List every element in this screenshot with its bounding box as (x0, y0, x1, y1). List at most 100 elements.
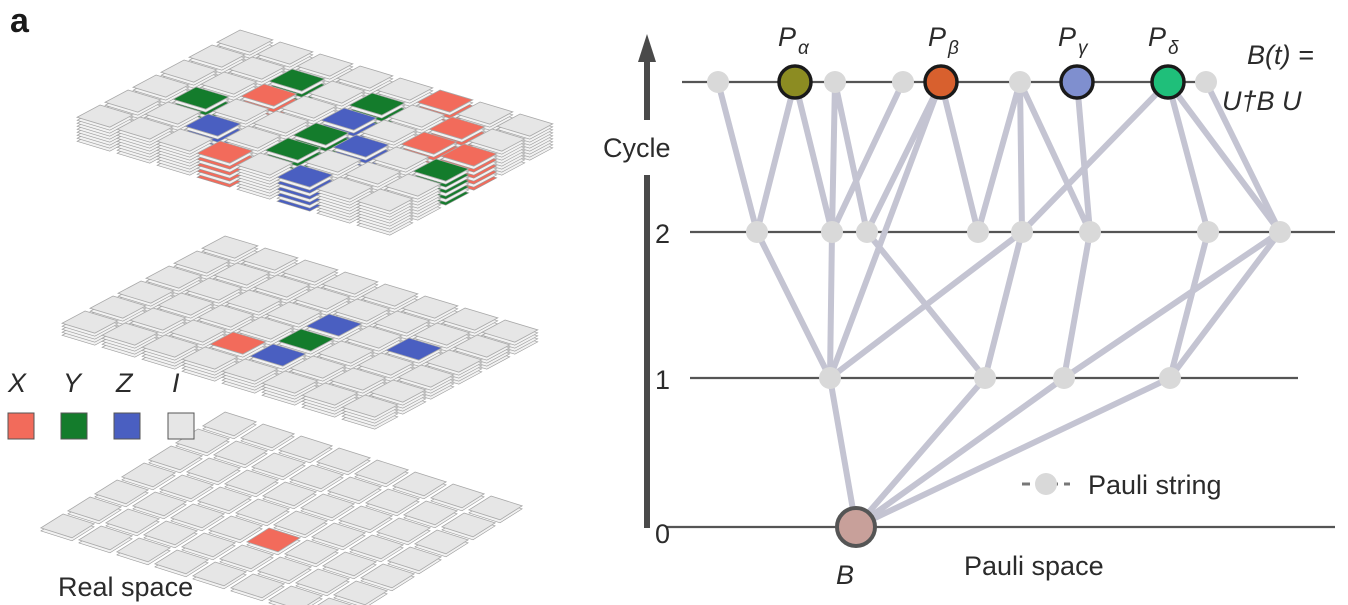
identity-tile (360, 283, 419, 307)
identity-tile (234, 498, 291, 524)
identity-tile (402, 500, 459, 526)
identity-tile (288, 464, 345, 490)
identity-tile (294, 568, 351, 594)
identity-tile (131, 74, 190, 98)
pauli-tile-x (427, 116, 486, 140)
pauli-edge (754, 79, 798, 235)
identity-tile (391, 471, 448, 497)
identity-tile (191, 561, 248, 587)
pauli-string-node (1009, 71, 1031, 93)
legend-z-swatch (113, 412, 141, 440)
identity-tile (368, 379, 427, 403)
legend-x-swatch (7, 412, 35, 440)
legend-i-label: I (172, 368, 180, 398)
real-space-illustration (39, 29, 554, 605)
legend-z-label: Z (115, 368, 134, 398)
identity-tile (128, 307, 187, 331)
identity-tile (207, 515, 264, 541)
identity-tile (77, 525, 134, 551)
identity-tile (440, 307, 499, 331)
identity-tile (185, 457, 242, 483)
pauli-edge (853, 375, 988, 530)
cycle-tick-2: 2 (655, 219, 670, 249)
pauli-edge (829, 79, 838, 235)
identity-tile (158, 474, 215, 500)
identity-tile (355, 188, 414, 212)
identity-tile (277, 435, 334, 461)
pauli-string-node (824, 71, 846, 93)
identity-tile (364, 488, 421, 514)
pauli-edge (832, 79, 870, 235)
pauli-tile-y (171, 86, 230, 110)
pauli-edge (1017, 79, 1025, 235)
identity-tile (229, 573, 286, 599)
pauli-edge (829, 79, 906, 235)
middle-layer-stack (60, 235, 539, 430)
identity-tile (159, 59, 218, 83)
pauli-edge (827, 375, 859, 530)
pauli-tile-z (319, 107, 378, 131)
highlighted-pauli-node (777, 64, 813, 100)
identity-tile (220, 358, 279, 382)
legend-x-label: X (7, 368, 27, 398)
pauli-edge (982, 229, 1025, 381)
identity-tile (359, 563, 416, 589)
pauli-string-node (1011, 221, 1033, 243)
pauli-tile-z (183, 113, 242, 137)
identity-tile (180, 532, 237, 558)
identity-tile (196, 486, 253, 512)
pauli-tile-z (275, 164, 334, 188)
identity-tile (211, 98, 270, 122)
pauli-string-node (707, 71, 729, 93)
identity-tile (340, 394, 399, 418)
pauli-string-node (1159, 367, 1181, 389)
identity-tile (375, 77, 434, 101)
pauli-edge (1074, 79, 1093, 235)
identity-tile (467, 128, 526, 152)
identity-tile (223, 125, 282, 149)
highlighted-pauli-node (923, 64, 959, 100)
identity-tile (169, 503, 226, 529)
identity-tile (356, 352, 415, 376)
identity-tile (240, 247, 299, 271)
pauli-edge (827, 229, 835, 381)
identity-tile (452, 334, 511, 358)
identity-tile (413, 529, 470, 555)
identity-tile (310, 522, 367, 548)
pauli-nodes (707, 64, 1291, 548)
pauli-string-node (856, 221, 878, 243)
pauli-tile-x (415, 89, 474, 113)
identity-tile (196, 304, 255, 328)
bottom-layer (39, 411, 524, 605)
identity-tile (184, 277, 243, 301)
pauli-edge (827, 79, 944, 381)
identity-tile (320, 271, 379, 295)
identity-tile (299, 493, 356, 519)
identity-tile (187, 44, 246, 68)
pauli-edge (864, 229, 988, 381)
identity-tile (60, 310, 119, 334)
operator-legend: X Y Z I (7, 368, 195, 440)
identity-tile (359, 119, 418, 143)
identity-tile (147, 445, 204, 471)
pauli-tile-x (399, 131, 458, 155)
identity-tile (261, 481, 318, 507)
identity-tile (396, 364, 455, 388)
pauli-string-node (1197, 221, 1219, 243)
identity-tile (142, 520, 199, 546)
identity-tile (467, 495, 524, 521)
identity-tile (383, 173, 442, 197)
pauli-tile-z (304, 313, 363, 337)
pauli-tile-y (411, 158, 470, 182)
highlighted-pauli-node (1150, 64, 1186, 100)
identity-tile (168, 319, 227, 343)
identity-tile (386, 546, 443, 572)
pauli-space-label: Pauli space (964, 551, 1104, 581)
pauli-tile-x (208, 331, 267, 355)
pauli-edge (1061, 229, 1093, 381)
root-label: B (836, 560, 854, 590)
pauli-tile-y (263, 137, 322, 161)
pauli-edge (853, 375, 1067, 530)
